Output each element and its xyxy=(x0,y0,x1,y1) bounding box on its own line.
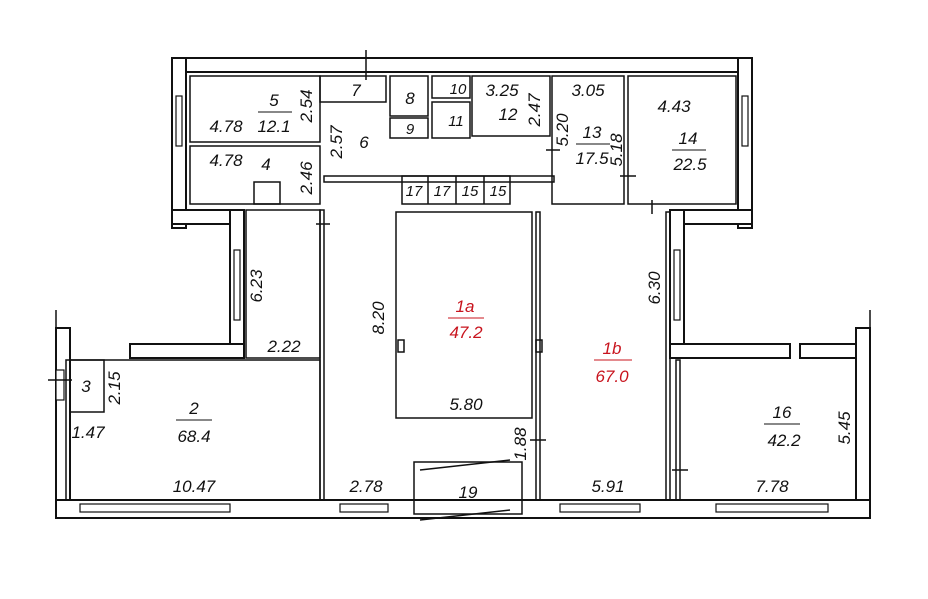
windows xyxy=(55,95,829,513)
dim-2-a: 1.47 xyxy=(71,423,105,442)
dim-12-a: 3.25 xyxy=(485,81,519,100)
room-2-area: 68.4 xyxy=(177,427,210,446)
dim-14-b: 5.18 xyxy=(607,133,626,167)
room-13-area: 17.5 xyxy=(575,149,609,168)
dim-5-b: 2.54 xyxy=(297,89,316,123)
room-15-number-a: 15 xyxy=(462,183,479,200)
room-15-number-b: 15 xyxy=(490,183,507,200)
room-1b-number: 1b xyxy=(603,339,622,358)
dimension-labels: 8.20 5.80 6.30 5.91 1.88 1.47 10.47 2.15… xyxy=(71,81,854,496)
room-11-number: 11 xyxy=(448,113,464,130)
room-12-number: 12 xyxy=(499,105,518,124)
room-19-number: 19 xyxy=(459,483,478,502)
dim-16-a: 5.45 xyxy=(835,411,854,445)
room-13-number: 13 xyxy=(583,123,602,142)
dim-14-a: 4.43 xyxy=(657,97,691,116)
room-7-number: 7 xyxy=(351,81,361,100)
dim-corridor-a: 6.23 xyxy=(247,269,266,303)
room-5-area: 12.1 xyxy=(257,117,290,136)
dim-1b-width: 5.91 xyxy=(591,477,624,496)
room-14-number: 14 xyxy=(679,129,698,148)
dim-corridor-b: 2.22 xyxy=(266,337,301,356)
dim-3: 2.15 xyxy=(105,371,124,406)
room-1b-area: 67.0 xyxy=(595,367,629,386)
dim-12-b: 2.47 xyxy=(525,93,544,128)
room-9-number: 9 xyxy=(406,121,415,138)
dim-13-a: 3.05 xyxy=(571,81,605,100)
room-10-number: 10 xyxy=(450,81,467,98)
room-1a-area: 47.2 xyxy=(449,323,483,342)
room-16-area: 42.2 xyxy=(767,431,801,450)
dim-4-a: 4.78 xyxy=(209,151,243,170)
room-14-area: 22.5 xyxy=(672,155,707,174)
room-16-number: 16 xyxy=(773,403,792,422)
dim-4-b: 2.46 xyxy=(297,161,316,196)
dim-16-b: 7.78 xyxy=(755,477,789,496)
room-17-number-a: 17 xyxy=(406,183,423,200)
tick-marks xyxy=(48,50,688,521)
dim-1b-length: 6.30 xyxy=(645,271,664,305)
room-labels: 1a 47.2 1b 67.0 2 68.4 3 4 5 12.1 6 7 8 … xyxy=(81,81,801,502)
room-4-number: 4 xyxy=(261,155,270,174)
dim-1a-length: 8.20 xyxy=(369,301,388,335)
dim-6: 2.57 xyxy=(327,125,346,160)
dim-13-b: 5.20 xyxy=(553,113,572,147)
room-3-number: 3 xyxy=(81,377,91,396)
room-1a-number: 1a xyxy=(456,297,475,316)
dim-2-b: 10.47 xyxy=(173,477,216,496)
dim-5-a: 4.78 xyxy=(209,117,243,136)
dim-1b-small: 1.88 xyxy=(511,427,530,461)
interior-walls xyxy=(65,75,737,515)
room-6-number: 6 xyxy=(359,133,369,152)
room-17-number-b: 17 xyxy=(434,183,451,200)
dim-19: 2.78 xyxy=(348,477,383,496)
room-5-number: 5 xyxy=(269,91,279,110)
room-8-number: 8 xyxy=(405,89,415,108)
dim-1a-width: 5.80 xyxy=(449,395,483,414)
room-2-number: 2 xyxy=(188,399,199,418)
